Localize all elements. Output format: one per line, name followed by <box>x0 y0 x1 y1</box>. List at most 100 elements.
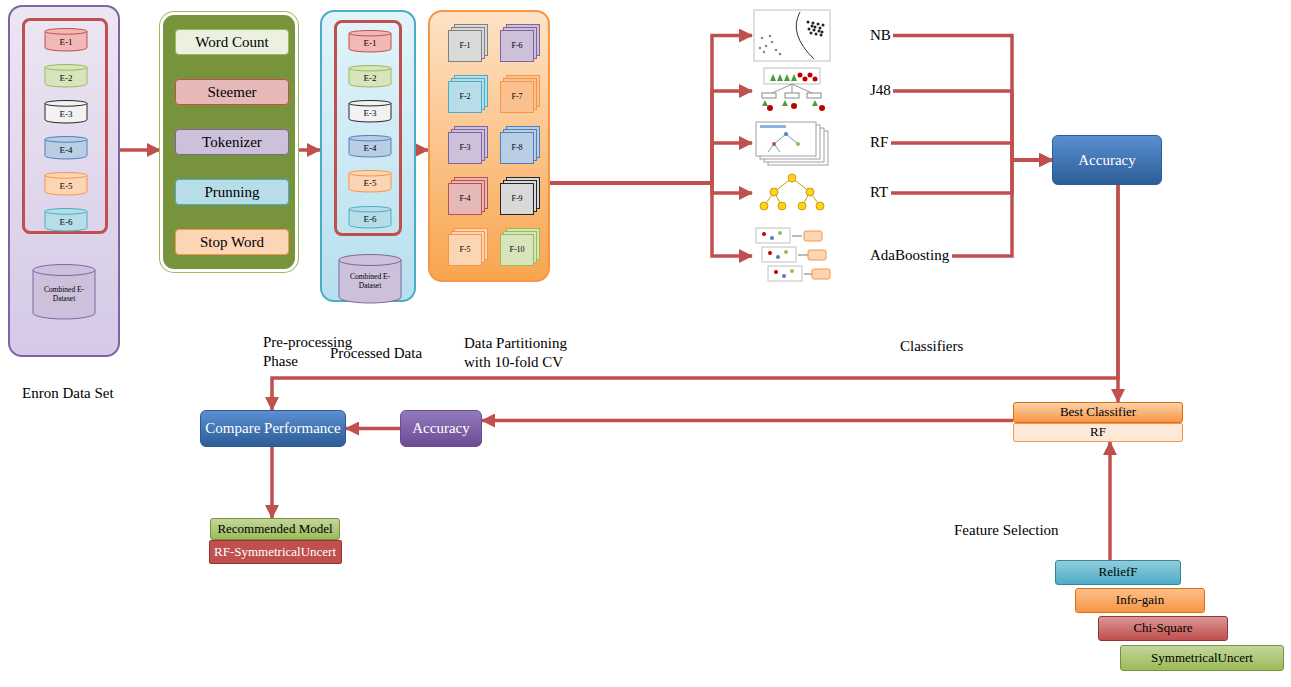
node-label: E-6 <box>364 215 377 225</box>
panel-heading: Processed Data <box>330 344 460 363</box>
fold-document: F-7 <box>500 75 540 113</box>
node-label: F-4 <box>459 195 470 204</box>
process-box: Prunning <box>175 179 289 205</box>
node-label: Accuracy <box>1078 152 1135 169</box>
dataset-cylinder: Combined E-Dataset <box>338 254 402 304</box>
node-label: SymmetricalUncert <box>1151 651 1253 665</box>
node-label: E-1 <box>364 39 377 49</box>
fold-document: F-10 <box>500 228 540 266</box>
flow-arrow <box>550 143 752 183</box>
classifier-icon <box>752 8 834 63</box>
fold-document: F-9 <box>500 177 540 215</box>
classifier-node: NB <box>752 8 893 63</box>
node-label: E-5 <box>60 182 73 192</box>
node-label: Accuracy <box>412 420 469 437</box>
dataset-cylinder: E-6 <box>348 206 392 229</box>
process-box: Stop Word <box>175 229 289 255</box>
process-box: Best Classifier <box>1013 402 1183 423</box>
flow-arrow <box>550 183 752 256</box>
flow-arrow <box>891 143 1052 160</box>
process-box: SymmetricalUncert <box>1120 645 1284 671</box>
node-label: F-8 <box>511 144 522 153</box>
node-label: F-10 <box>509 246 524 255</box>
process-box: Info-gain <box>1075 588 1205 613</box>
process-box: Word Count <box>175 29 289 55</box>
classifier-node: AdaBoosting <box>752 226 952 286</box>
node-label: Best Classifier <box>1060 405 1136 419</box>
free-label: Classifiers <box>898 338 965 355</box>
flow-arrow <box>952 160 1052 256</box>
node-label: E-1 <box>60 38 73 48</box>
classifier-node: J48 <box>752 66 893 116</box>
flow-arrow <box>550 36 752 184</box>
dataset-cylinder: E-5 <box>348 170 392 193</box>
group-panel: Pre-processing PhaseWord CountSteemerTok… <box>160 12 298 272</box>
flow-arrow <box>1116 185 1120 402</box>
group-panel: Processed DataE-1E-2E-3E-4E-5E-6Combined… <box>320 10 416 302</box>
node-label: NB <box>870 27 891 44</box>
node-label: F-3 <box>459 144 470 153</box>
process-box: RF <box>1013 423 1183 442</box>
node-label: Steemer <box>207 84 256 101</box>
fold-document: F-1 <box>448 24 488 62</box>
dataset-cylinder: E-2 <box>44 64 88 88</box>
node-label: F-9 <box>511 195 522 204</box>
node-label: AdaBoosting <box>870 247 949 264</box>
process-box: Recommended Model <box>210 518 340 540</box>
dataset-cylinder: E-3 <box>44 100 88 124</box>
process-box: Accuracy <box>400 410 482 447</box>
node-label: Combined E-Dataset <box>39 286 89 303</box>
fold-document: F-3 <box>448 126 488 164</box>
node-label: F-6 <box>511 42 522 51</box>
dataset-cylinder: E-6 <box>44 208 88 232</box>
node-label: J48 <box>870 82 891 99</box>
process-box: Compare Performance <box>200 410 346 447</box>
fold-document: F-5 <box>448 228 488 266</box>
classifier-node: RF <box>752 118 891 168</box>
dataset-cylinder: E-4 <box>348 135 392 158</box>
node-label: E-6 <box>60 218 73 228</box>
node-label: E-2 <box>364 74 377 84</box>
node-label: RT <box>870 184 888 201</box>
panel-heading: Data Partitioning with 10-fold CV <box>464 334 596 372</box>
process-box: ReliefF <box>1055 560 1181 585</box>
node-label: E-5 <box>364 179 377 189</box>
classifier-node: RT <box>752 172 891 214</box>
flow-arrow <box>346 427 400 431</box>
node-label: ReliefF <box>1099 565 1138 579</box>
node-label: F-2 <box>459 93 470 102</box>
node-label: Recommended Model <box>217 522 332 536</box>
node-label: E-3 <box>364 109 377 119</box>
node-label: E-3 <box>60 110 73 120</box>
fold-document: F-4 <box>448 177 488 215</box>
classifier-icon <box>752 226 834 286</box>
process-box: Steemer <box>175 79 289 105</box>
process-box: Chi-Square <box>1098 616 1228 641</box>
flow-arrow <box>891 160 1052 193</box>
dataset-cylinder: Combined E-Dataset <box>32 264 96 320</box>
node-label: E-4 <box>364 144 377 154</box>
process-box: Tokenizer <box>175 129 289 155</box>
node-label: RF <box>870 134 888 151</box>
node-label: E-4 <box>60 146 73 156</box>
fold-document: F-8 <box>500 126 540 164</box>
flow-arrow <box>298 148 320 152</box>
dataset-cylinder: E-1 <box>44 28 88 52</box>
fold-document: F-2 <box>448 75 488 113</box>
dataset-cylinder: E-3 <box>348 100 392 123</box>
node-label: Word Count <box>195 34 268 51</box>
node-label: E-2 <box>60 74 73 84</box>
flow-arrow <box>120 148 160 152</box>
classifier-icon <box>752 66 834 116</box>
node-label: F-5 <box>459 246 470 255</box>
flow-arrow <box>1108 442 1112 560</box>
flow-arrow <box>482 419 1013 423</box>
node-label: Chi-Square <box>1133 621 1192 635</box>
node-label: Tokenizer <box>202 134 262 151</box>
node-label: Combined E-Dataset <box>345 273 395 290</box>
node-label: Compare Performance <box>205 420 340 437</box>
process-box: Accuracy <box>1052 135 1162 185</box>
node-label: F-7 <box>511 93 522 102</box>
flow-arrow <box>270 447 274 518</box>
